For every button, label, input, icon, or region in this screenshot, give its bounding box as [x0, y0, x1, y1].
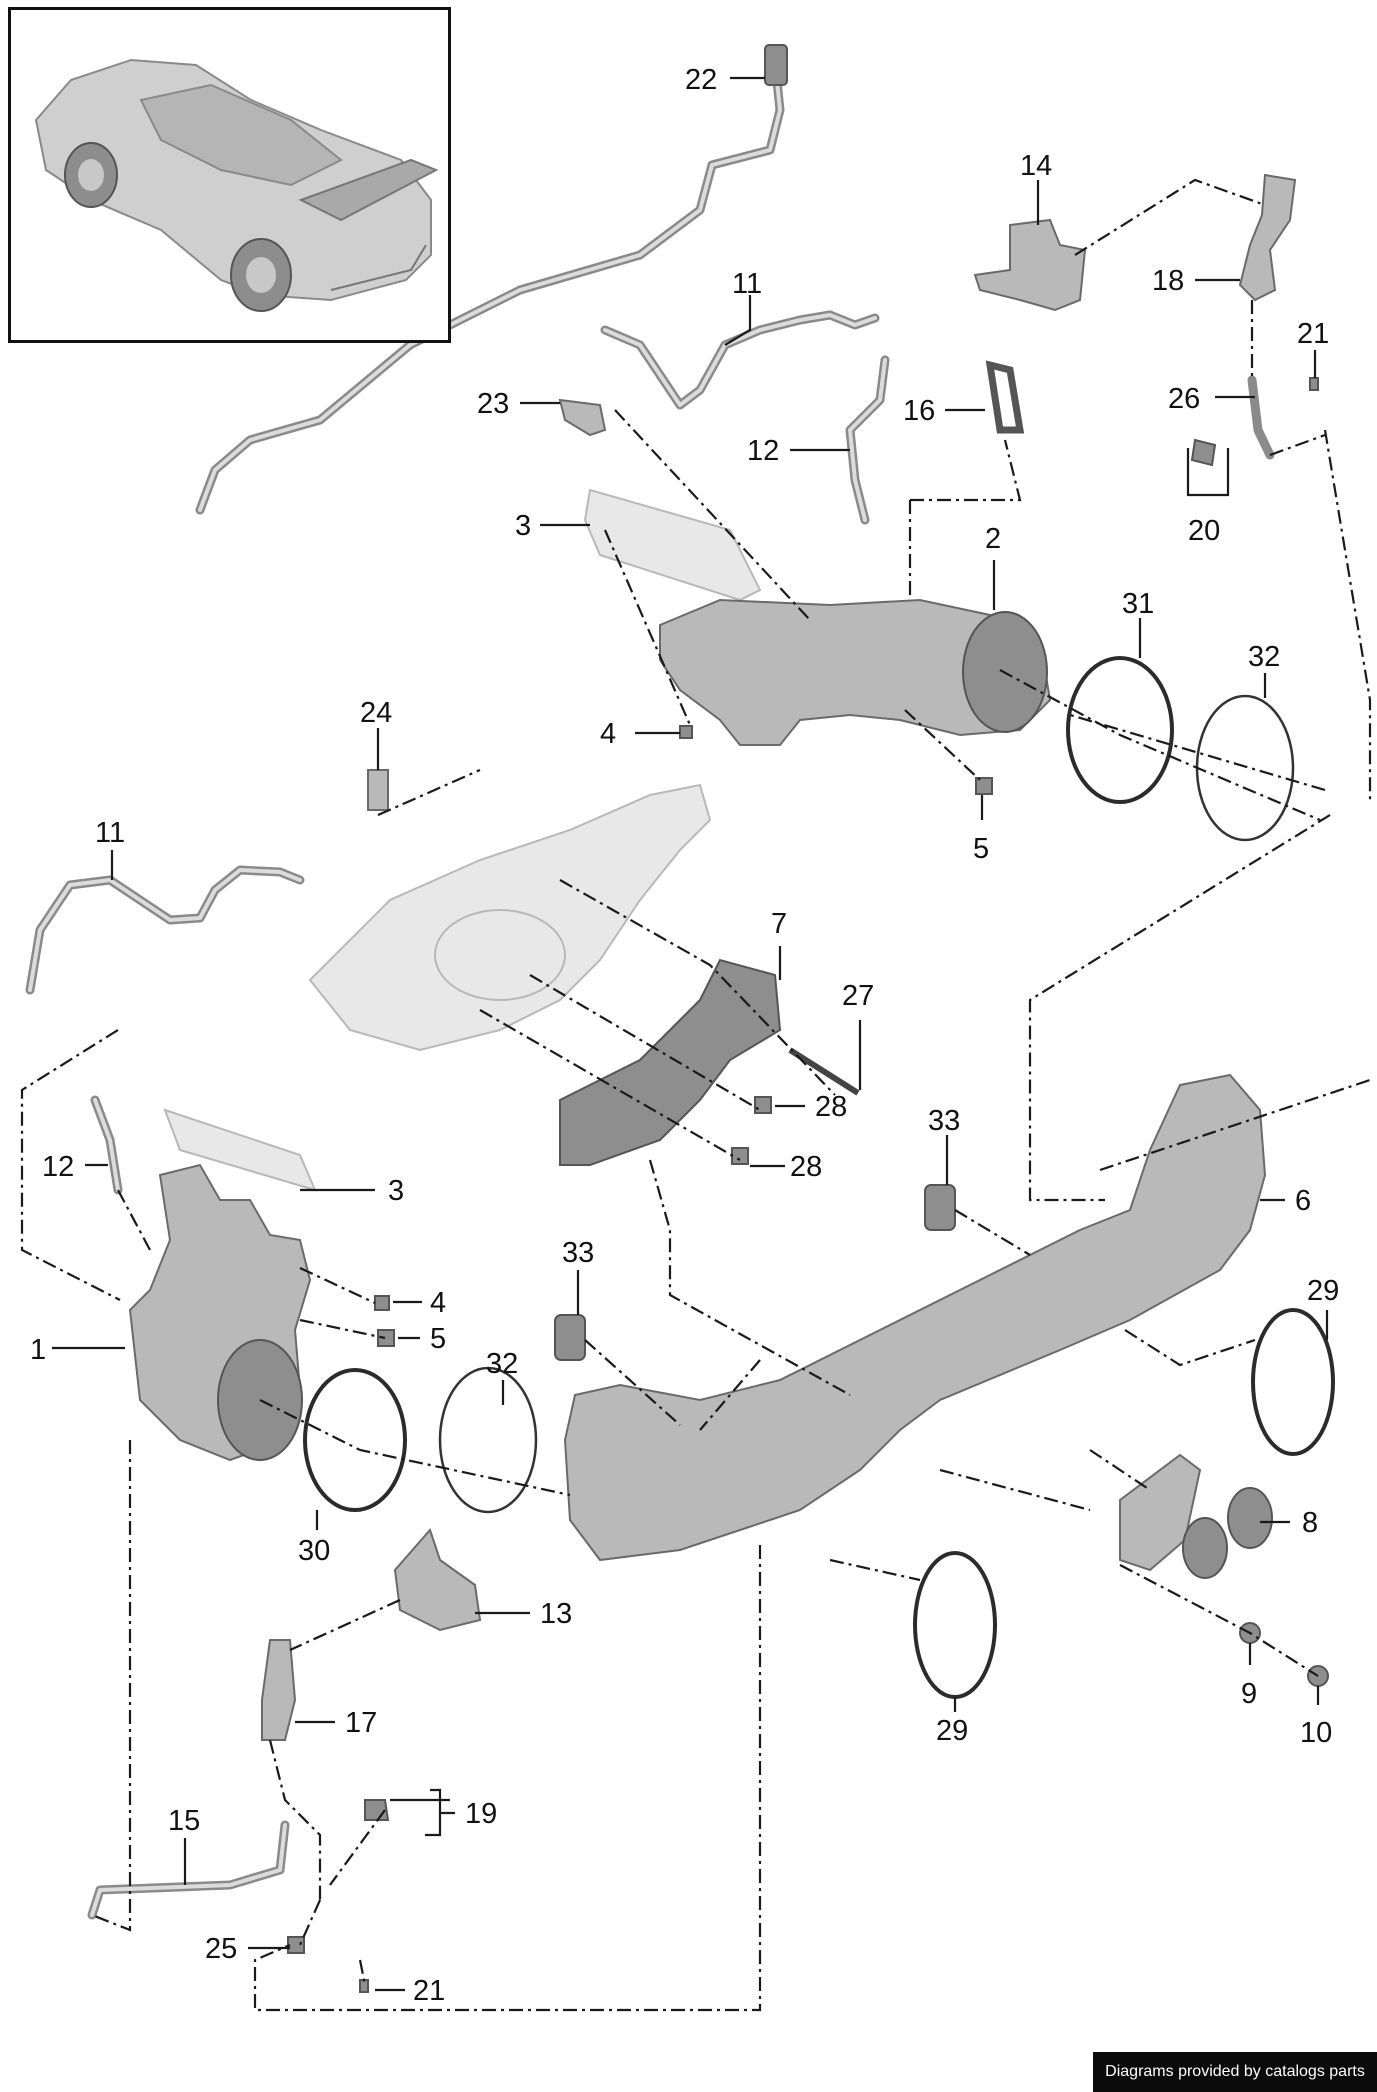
callout-3-top[interactable]: 3 — [515, 510, 531, 542]
callout-16[interactable]: 16 — [903, 395, 935, 427]
part-13-bracket[interactable] — [393, 1528, 482, 1632]
callout-32-left[interactable]: 32 — [486, 1348, 518, 1380]
callout-32-top[interactable]: 32 — [1248, 641, 1280, 673]
part-33-sensor-b[interactable] — [554, 1314, 586, 1361]
car-illustration — [34, 58, 439, 312]
car-rear-bumper — [330, 244, 427, 291]
callout-4-left[interactable]: 4 — [430, 1287, 446, 1319]
part-33-sensor-a[interactable] — [924, 1184, 956, 1231]
callout-4-top[interactable]: 4 — [600, 718, 616, 750]
callout-27[interactable]: 27 — [842, 980, 874, 1012]
part-11-cable-left[interactable] — [25, 865, 305, 995]
callout-19[interactable]: 19 — [465, 1798, 497, 1830]
callout-labels: 22 14 18 21 11 23 26 16 12 20 3 2 31 32 … — [30, 64, 1339, 2007]
callout-28-a[interactable]: 28 — [815, 1091, 847, 1123]
parts-artwork — [25, 44, 1335, 1993]
part-18-bracket[interactable] — [1238, 173, 1297, 302]
callout-29-right[interactable]: 29 — [1307, 1275, 1339, 1307]
part-6-silencer[interactable] — [563, 1073, 1267, 1562]
credit-banner: Diagrams provided by catalogs parts — [1093, 2052, 1377, 2092]
callout-28-b[interactable]: 28 — [790, 1151, 822, 1183]
part-32-seal-left[interactable] — [438, 1366, 538, 1514]
callout-leaders — [52, 76, 1329, 1992]
callout-2[interactable]: 2 — [985, 523, 1001, 555]
part-24-bracket[interactable] — [367, 769, 389, 811]
part-28-nut-a[interactable] — [754, 1096, 772, 1114]
callout-5-top[interactable]: 5 — [973, 833, 989, 865]
car-rear-wing — [298, 158, 439, 222]
car-roof — [139, 83, 343, 187]
callout-8[interactable]: 8 — [1302, 1507, 1318, 1539]
callout-10[interactable]: 10 — [1300, 1717, 1332, 1749]
part-26-line[interactable] — [1247, 375, 1275, 460]
callout-20[interactable]: 20 — [1188, 515, 1220, 547]
part-31-clamp[interactable] — [1066, 656, 1174, 804]
part-15-line[interactable] — [87, 1820, 290, 1920]
part-27-bolt[interactable] — [788, 1047, 860, 1096]
part-12-sensor-top[interactable] — [845, 355, 890, 525]
callout-11-top[interactable]: 11 — [732, 268, 762, 300]
callout-21-bottom[interactable]: 21 — [413, 1975, 445, 2007]
callout-30[interactable]: 30 — [298, 1535, 330, 1567]
callout-6[interactable]: 6 — [1295, 1185, 1311, 1217]
guide-lines — [20, 178, 1372, 2012]
part-11-cable-top[interactable] — [600, 310, 880, 410]
callout-9[interactable]: 9 — [1241, 1678, 1257, 1710]
part-5-bolt-top[interactable] — [975, 777, 993, 795]
vehicle-overview-inset — [8, 7, 451, 343]
callout-1[interactable]: 1 — [30, 1334, 46, 1366]
part-16-hanger[interactable] — [985, 360, 1025, 434]
callout-22[interactable]: 22 — [685, 64, 717, 96]
car-body — [34, 58, 432, 302]
callout-11-left[interactable]: 11 — [95, 817, 125, 849]
part-4-nut-left[interactable] — [374, 1295, 390, 1311]
callout-29-bottom[interactable]: 29 — [936, 1715, 968, 1747]
callout-12-top[interactable]: 12 — [747, 435, 779, 467]
callout-13[interactable]: 13 — [540, 1598, 572, 1630]
callout-31[interactable]: 31 — [1122, 588, 1154, 620]
part-28-nut-b[interactable] — [731, 1147, 749, 1165]
part-22-connector[interactable] — [764, 44, 788, 86]
part-5-bolt-left[interactable] — [377, 1329, 395, 1347]
callout-15[interactable]: 15 — [168, 1805, 200, 1837]
part-3-gasket-top[interactable] — [583, 488, 762, 602]
callout-3-left[interactable]: 3 — [388, 1175, 404, 1207]
callout-24[interactable]: 24 — [360, 697, 392, 729]
callout-17[interactable]: 17 — [345, 1707, 377, 1739]
callout-23[interactable]: 23 — [477, 388, 509, 420]
part-25-fitting[interactable] — [287, 1936, 305, 1954]
part-2-catalytic-converter[interactable] — [659, 598, 1052, 746]
callout-7[interactable]: 7 — [771, 908, 787, 940]
part-21-bolt-bottom[interactable] — [359, 1979, 369, 1993]
part-32-seal-top[interactable] — [1195, 694, 1295, 842]
part-14-bracket[interactable] — [973, 218, 1087, 312]
part-17-bracket[interactable] — [261, 1639, 297, 1741]
callout-12-left[interactable]: 12 — [42, 1151, 74, 1183]
part-21-bolt-top[interactable] — [1309, 377, 1319, 391]
callout-33-right[interactable]: 33 — [928, 1105, 960, 1137]
part-29-strap-right[interactable] — [1251, 1308, 1335, 1456]
callout-14[interactable]: 14 — [1020, 150, 1052, 182]
part-20-clips[interactable] — [1190, 438, 1217, 467]
part-23-plate[interactable] — [558, 398, 607, 437]
part-30-clamp[interactable] — [303, 1368, 407, 1512]
callout-21-top[interactable]: 21 — [1297, 318, 1329, 350]
callout-25[interactable]: 25 — [205, 1933, 237, 1965]
callout-33-left[interactable]: 33 — [562, 1237, 594, 1269]
part-29-strap-bottom[interactable] — [913, 1551, 997, 1699]
callout-5-left[interactable]: 5 — [430, 1323, 446, 1355]
part-4-nut-top[interactable] — [679, 725, 693, 739]
part-7-bracket[interactable] — [559, 958, 782, 1166]
callout-18[interactable]: 18 — [1152, 265, 1184, 297]
callout-26[interactable]: 26 — [1168, 383, 1200, 415]
